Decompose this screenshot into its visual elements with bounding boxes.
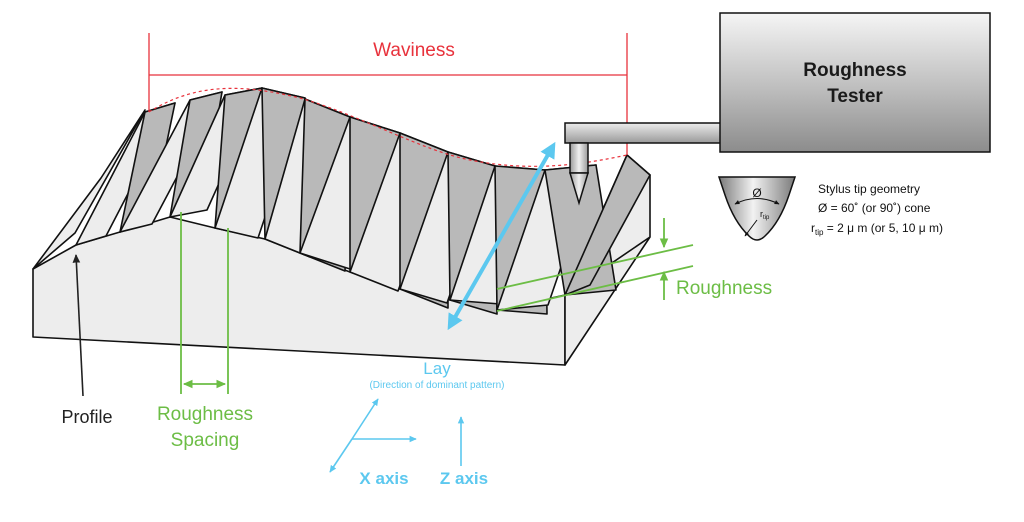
z-axis-label: Z axis xyxy=(440,469,488,488)
waviness-dimension: Waviness xyxy=(148,33,628,167)
profile-label: Profile xyxy=(61,407,112,427)
roughness-spacing-label-line2: Spacing xyxy=(171,430,240,451)
stylus-tip-radius: rtip = 2 μ m (or 5, 10 μ m) xyxy=(811,221,943,237)
roughness-label: Roughness xyxy=(676,278,772,299)
lay-indicator: Lay (Direction of dominant pattern) xyxy=(369,141,556,391)
tester-label-line1: Roughness xyxy=(803,60,906,81)
stylus-title: Stylus tip geometry xyxy=(818,182,920,196)
lay-arrow xyxy=(447,141,556,331)
roughness-spacing-label-line1: Roughness xyxy=(157,404,253,425)
roughness-tester: Roughness Tester xyxy=(564,12,991,206)
tester-arm xyxy=(564,122,726,144)
x-axis-label: X axis xyxy=(359,469,408,488)
stylus-cone-icon xyxy=(717,176,797,241)
waviness-label: Waviness xyxy=(373,40,455,61)
stylus-cone-angle: Ø = 60˚ (or 90˚) cone xyxy=(818,201,931,215)
lay-sublabel: (Direction of dominant pattern) xyxy=(369,380,504,391)
tester-probe xyxy=(569,142,589,174)
stylus-tip xyxy=(568,172,590,206)
tester-body xyxy=(719,12,991,153)
axes-indicator: X axis Z axis xyxy=(329,398,488,488)
y-axis-arrow-up xyxy=(351,398,379,440)
block-left-slope xyxy=(32,109,146,270)
phi-symbol: Ø xyxy=(752,186,761,200)
lay-label: Lay xyxy=(423,359,451,378)
tester-label-line2: Tester xyxy=(827,86,883,107)
stylus-geometry: Ø rtip Stylus tip geometry Ø = 60˚ (or 9… xyxy=(717,176,943,241)
profile-pointer: Profile xyxy=(61,254,113,427)
rtip-small-label: rtip xyxy=(760,209,770,221)
ridge-shadow-face xyxy=(564,154,651,296)
roughness-spacing-dimension: Roughness Spacing xyxy=(157,212,253,451)
y-axis-arrow-down xyxy=(329,438,353,473)
specimen-block xyxy=(32,87,651,366)
